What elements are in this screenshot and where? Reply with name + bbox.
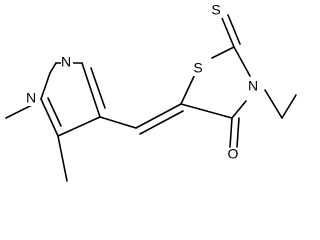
bond-n1-n2 (40, 72, 51, 100)
atom-label-n2: N (61, 54, 71, 70)
methyl-groups (5, 103, 68, 182)
exocyclic-bridge (99, 103, 184, 135)
bond-c3-c4 (81, 62, 101, 118)
bond-s1-c2 (211, 46, 235, 59)
ethyl-group (264, 89, 297, 119)
atom-label-ring-s: S (193, 60, 202, 76)
bond-c2-s-thione-double (227, 14, 241, 45)
pyrazole-ring (40, 62, 106, 137)
bond-n2-n2-label (49, 62, 57, 74)
thione-group (221, 14, 241, 48)
bond-c5-s1 (180, 71, 197, 105)
bond-c4-o-double (236, 117, 240, 148)
bond-c5-n1-double (47, 97, 62, 127)
bond-c3-c4-double (90, 67, 106, 109)
bond-c4-c5 (57, 116, 101, 137)
bond-c4-methine (99, 116, 137, 129)
chemical-structure-diagram: N N S S N O (5, 2, 297, 182)
bond-n3-c4 (231, 100, 247, 119)
atom-label-ring-n: N (248, 78, 258, 94)
bond-c4-c5 (180, 103, 233, 119)
bond-c2-s-thione (221, 17, 235, 48)
thiazolidine-ring (180, 46, 251, 119)
bond-c5-n1 (40, 98, 59, 137)
bond-methine-c5-double (139, 110, 184, 135)
atom-label-o: O (228, 146, 239, 162)
bond-c4-o (229, 117, 233, 148)
bond-n-ethyl-ch2 (264, 89, 283, 119)
atom-label-thione-s: S (211, 2, 220, 18)
atom-label-n1: N (26, 90, 36, 106)
bond-c2-n3 (233, 46, 251, 77)
bond-c-methyl (57, 135, 68, 182)
carbonyl-group (229, 117, 240, 148)
bond-methine-c5 (135, 103, 182, 129)
atom-labels: N N S S N O (26, 2, 260, 162)
bond-n-methyl (5, 103, 35, 119)
bond-ethyl-ch3 (281, 94, 297, 119)
